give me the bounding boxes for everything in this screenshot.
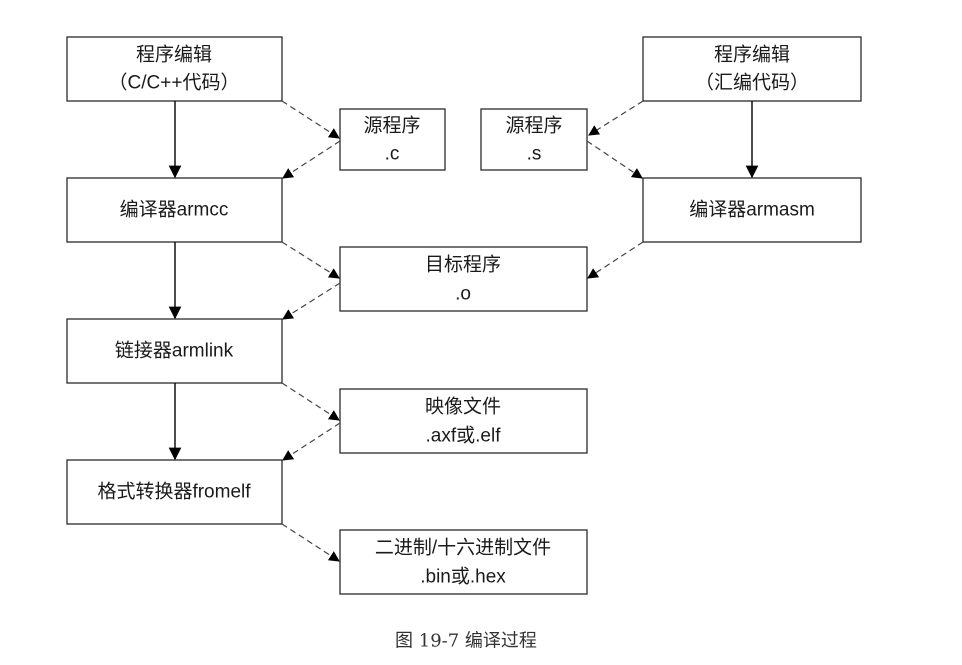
box-object-title: 目标程序	[425, 254, 501, 276]
box-armasm: 编译器armasm	[642, 177, 862, 243]
box-edit-c-title: 程序编辑	[136, 44, 212, 66]
dashed-arrow-source-s-to-armasm	[586, 140, 643, 179]
box-image-ext: .axf或.elf	[426, 425, 502, 447]
box-source-c-title: 源程序	[363, 115, 420, 137]
box-armcc: 编译器armcc	[66, 177, 283, 243]
box-image: 映像文件 .axf或.elf	[339, 388, 588, 454]
dashed-arrow-object-to-armlink	[282, 282, 341, 320]
box-bin-hex-ext: .bin或.hex	[420, 566, 506, 588]
box-fromelf: 格式转换器fromelf	[66, 459, 283, 525]
dashed-arrow-armlink-to-image	[281, 382, 340, 421]
box-source-c-ext: .c	[385, 144, 400, 165]
box-source-s: 源程序 .s	[480, 108, 588, 171]
box-object: 目标程序 .o	[339, 246, 588, 312]
box-object-ext: .o	[455, 284, 471, 305]
box-source-s-ext: .s	[527, 144, 542, 165]
dashed-arrow-image-to-fromelf	[282, 422, 341, 461]
dashed-arrow-source-c-to-armcc	[282, 140, 341, 179]
box-edit-c: 程序编辑 （C/C++代码）	[66, 36, 283, 102]
box-image-title: 映像文件	[425, 396, 501, 418]
box-edit-asm-subtitle: （汇编代码）	[695, 72, 809, 94]
box-source-c: 源程序 .c	[339, 108, 446, 171]
box-bin-hex-title: 二进制/十六进制文件	[375, 537, 551, 559]
box-source-s-title: 源程序	[505, 115, 562, 137]
figure-caption: 图 19-7 编译过程	[395, 631, 537, 652]
dashed-arrow-armasm-to-object	[587, 241, 644, 279]
dashed-arrow-edit-asm-to-source-s	[588, 100, 644, 136]
box-edit-asm: 程序编辑 （汇编代码）	[642, 36, 862, 102]
dashed-arrow-fromelf-to-bin-hex	[281, 523, 340, 562]
box-armlink-label: 链接器armlink	[115, 340, 234, 362]
box-edit-c-subtitle: （C/C++代码）	[109, 72, 240, 94]
box-bin-hex: 二进制/十六进制文件 .bin或.hex	[339, 529, 588, 595]
box-fromelf-label: 格式转换器fromelf	[97, 481, 251, 503]
dashed-arrow-armcc-to-object	[281, 241, 340, 279]
box-armcc-label: 编译器armcc	[120, 199, 229, 221]
dashed-arrow-edit-c-to-source-c	[281, 100, 340, 139]
box-edit-asm-title: 程序编辑	[714, 44, 790, 66]
box-armlink: 链接器armlink	[66, 318, 283, 384]
box-armasm-label: 编译器armasm	[689, 199, 815, 221]
